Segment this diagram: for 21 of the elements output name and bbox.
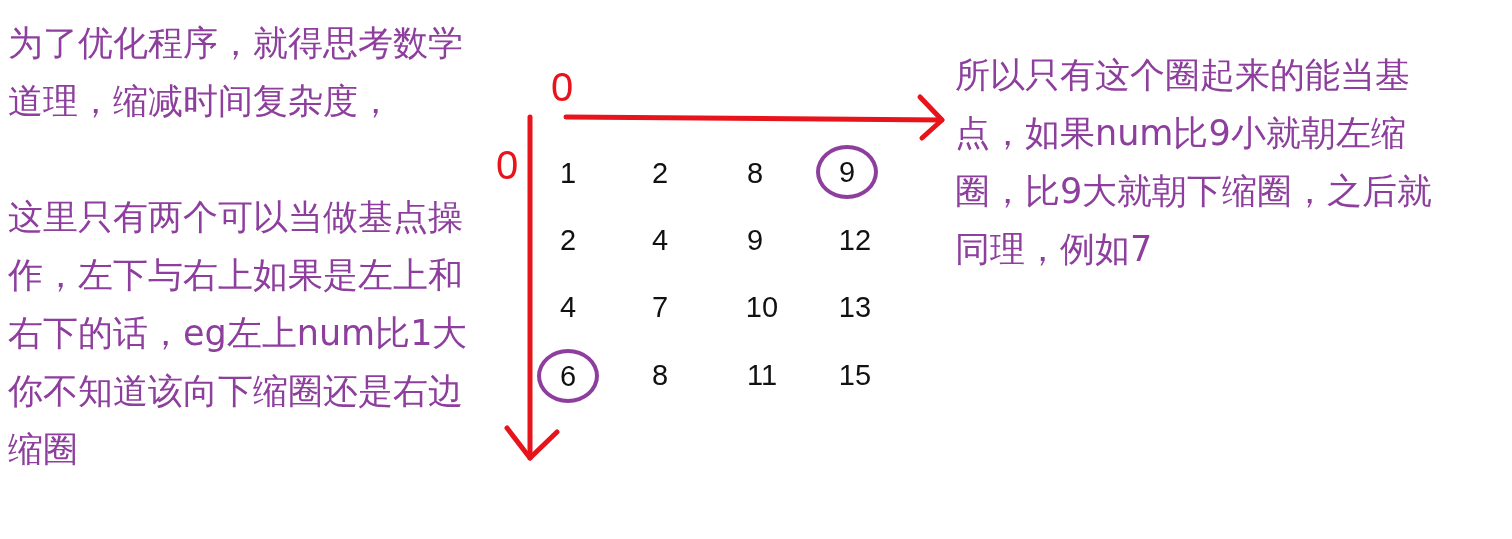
table-cell: 7	[651, 290, 669, 324]
table-cell: 8	[746, 156, 764, 190]
index-label: 0	[550, 64, 574, 110]
table-cell: 12	[838, 223, 872, 257]
note-text: 这里只有两个可以当做基点操作，左下与右上如果是左上和右下的话，eg左上num比1大你不知道该向下缩圈还是右边缩圈	[8, 196, 469, 471]
table-cell: 2	[651, 156, 669, 190]
table-cell: 13	[838, 290, 872, 324]
table-cell: 4	[559, 290, 577, 324]
table-cell: 9	[746, 223, 764, 257]
table-cell: 10	[745, 290, 779, 324]
table-cell: 15	[838, 358, 872, 392]
note-text: 所以只有这个圈起来的能当基点，如果num比9小就朝左缩圈，比9大就朝下缩圈，之后就同理，例如7	[955, 54, 1434, 271]
table-cell: 2	[559, 223, 577, 257]
circled-number: 9	[816, 145, 878, 199]
table-cell: 4	[651, 223, 669, 257]
table-cell: 11	[746, 358, 778, 392]
circled-number: 6	[537, 349, 599, 403]
table-cell: 8	[651, 358, 669, 392]
note-text: 为了优化程序，就得思考数学道理，缩减时间复杂度，	[8, 22, 464, 123]
index-label: 0	[495, 142, 519, 188]
table-cell: 1	[559, 156, 577, 190]
